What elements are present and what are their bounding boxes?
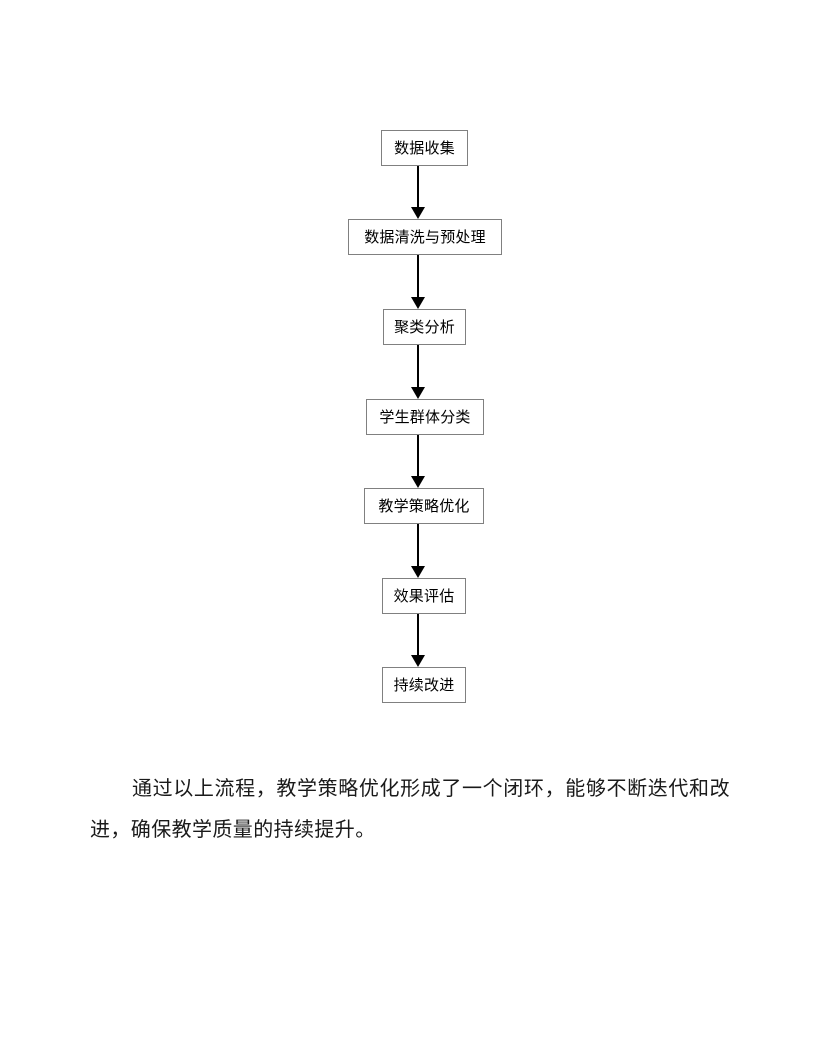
flow-node-student-group-classification[interactable]: 学生群体分类 xyxy=(366,399,484,435)
arrow-stem xyxy=(417,166,419,207)
flow-node-label: 教学策略优化 xyxy=(378,496,470,515)
arrow-head-icon xyxy=(411,476,425,488)
body-paragraph: 通过以上流程，教学策略优化形成了一个闭环，能够不断迭代和改进，确保教学质量的持续… xyxy=(90,776,730,841)
arrow-stem xyxy=(417,255,419,297)
arrow-stem xyxy=(417,435,419,476)
arrow-head-icon xyxy=(411,566,425,578)
flow-node-continuous-improvement[interactable]: 持续改进 xyxy=(382,667,466,703)
arrow-stem xyxy=(417,524,419,566)
flow-arrow-4 xyxy=(411,435,425,488)
flow-arrow-6 xyxy=(411,614,425,667)
flow-node-label: 学生群体分类 xyxy=(379,407,471,426)
flow-node-label: 数据收集 xyxy=(394,138,455,157)
flow-node-label: 持续改进 xyxy=(393,675,455,694)
flow-node-data-collection[interactable]: 数据收集 xyxy=(381,130,468,166)
flow-node-teaching-strategy-optimization[interactable]: 教学策略优化 xyxy=(364,488,484,524)
flow-arrow-5 xyxy=(411,524,425,578)
flow-arrow-2 xyxy=(411,255,425,309)
flow-node-label: 聚类分析 xyxy=(394,317,455,336)
arrow-head-icon xyxy=(411,297,425,309)
flow-arrow-1 xyxy=(411,166,425,219)
flow-node-label: 效果评估 xyxy=(393,586,455,605)
flowchart-diagram: 数据收集 数据清洗与预处理 聚类分析 学生群体分类 xyxy=(348,130,502,703)
arrow-stem xyxy=(417,345,419,387)
arrow-head-icon xyxy=(411,207,425,219)
flow-arrow-3 xyxy=(411,345,425,399)
arrow-stem xyxy=(417,614,419,655)
flow-node-label: 数据清洗与预处理 xyxy=(364,227,486,246)
arrow-head-icon xyxy=(411,387,425,399)
arrow-head-icon xyxy=(411,655,425,667)
flow-node-cluster-analysis[interactable]: 聚类分析 xyxy=(383,309,466,345)
flow-node-effect-evaluation[interactable]: 效果评估 xyxy=(382,578,466,614)
flow-node-data-cleaning-preprocessing[interactable]: 数据清洗与预处理 xyxy=(348,219,502,255)
